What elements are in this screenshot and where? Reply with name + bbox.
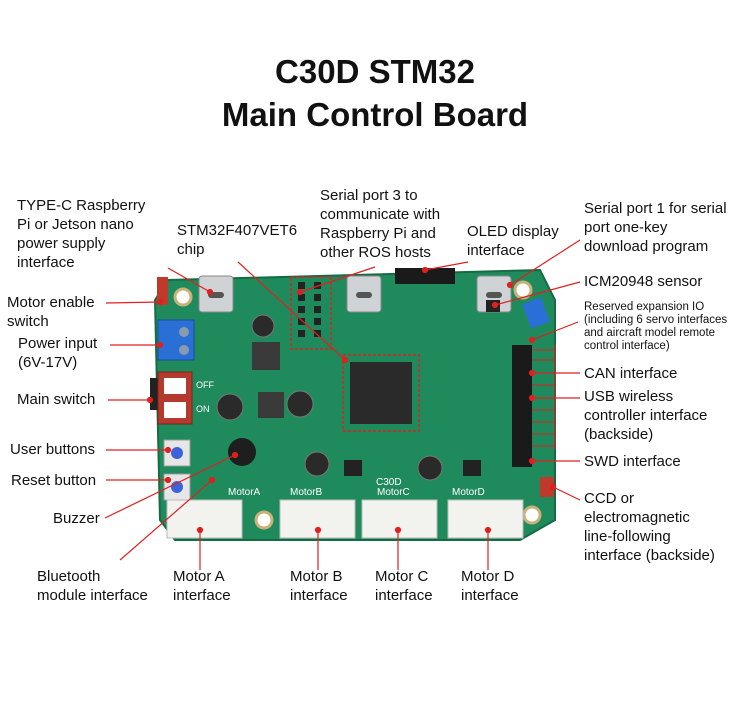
leader-serial3: [299, 266, 376, 293]
leader-ccd: [552, 486, 581, 501]
label-motor-b: Motor B interface: [290, 568, 348, 604]
title-line-1: C30D STM32: [275, 53, 475, 90]
leader-expansion: [531, 321, 579, 341]
motor-enable-switch: [157, 277, 168, 305]
silk-motor-c: MotorC: [377, 487, 410, 498]
label-typec-power: TYPE-C Raspberry Pi or Jetson nano power…: [17, 197, 146, 271]
silk-motor-a: MotorA: [228, 487, 261, 498]
leader-serial1: [509, 239, 581, 286]
label-expansion-io: Reserved expansion IO (including 6 servo…: [584, 301, 728, 352]
label-motor-a: Motor A interface: [173, 568, 231, 604]
label-icm20948: ICM20948 sensor: [584, 273, 703, 290]
can-connector: [522, 297, 550, 329]
label-buzzer: Buzzer: [53, 510, 100, 527]
main-switch: [150, 378, 158, 410]
label-oled: OLED display interface: [467, 223, 559, 259]
leader-bluetooth: [119, 479, 213, 561]
label-motor-enable: Motor enable switch: [7, 294, 95, 330]
stm32-chip-outline: [342, 354, 420, 432]
inductor: [258, 392, 284, 418]
label-power-input: Power input (6V-17V): [18, 335, 98, 371]
oled-header: [395, 268, 455, 284]
silk-off: OFF: [196, 380, 214, 390]
motor-d-connector: [447, 499, 524, 539]
leader-icm: [494, 281, 581, 306]
label-swd: SWD interface: [584, 453, 681, 470]
motor-a-connector: [166, 499, 243, 539]
label-can: CAN interface: [584, 365, 678, 382]
label-usb-wireless: USB wireless controller interface (backs…: [584, 388, 708, 443]
mount-hole: [173, 287, 193, 307]
label-motor-c: Motor C interface: [375, 568, 433, 604]
leader-stm32: [237, 261, 346, 361]
silk-on: ON: [196, 404, 210, 414]
ccd-connector: [540, 477, 554, 497]
label-bluetooth: Bluetooth module interface: [37, 568, 148, 604]
inductor: [252, 342, 280, 370]
label-stm32-chip: STM32F407VET6 chip: [177, 222, 298, 258]
power-terminal: [157, 319, 195, 361]
mount-hole: [254, 510, 274, 530]
label-user-buttons: User buttons: [10, 441, 96, 458]
expansion-header: [512, 345, 532, 467]
serial3-header: [290, 276, 332, 350]
leader-typec-power: [167, 267, 211, 293]
label-serial1: Serial port 1 for serial port one-key do…: [584, 200, 727, 255]
silk-motor-d: MotorD: [452, 487, 485, 498]
leader-motor-enable: [105, 301, 161, 304]
label-serial3: Serial port 3 to communicate with Raspbe…: [320, 187, 441, 261]
label-reset-button: Reset button: [11, 472, 97, 489]
label-ccd: CCD or electromagnetic line-following in…: [584, 490, 715, 564]
mount-hole: [522, 505, 542, 525]
title-line-2: Main Control Board: [221, 96, 529, 133]
stm32-chip: [350, 362, 412, 424]
leader-buzzer: [104, 454, 236, 519]
buzzer-component: [228, 438, 256, 466]
label-motor-d: Motor D interface: [461, 568, 519, 604]
silk-motor-b: MotorB: [290, 487, 323, 498]
leader-oled: [424, 261, 469, 271]
silk-model: C30D: [376, 477, 402, 488]
label-main-switch: Main switch: [17, 391, 96, 408]
